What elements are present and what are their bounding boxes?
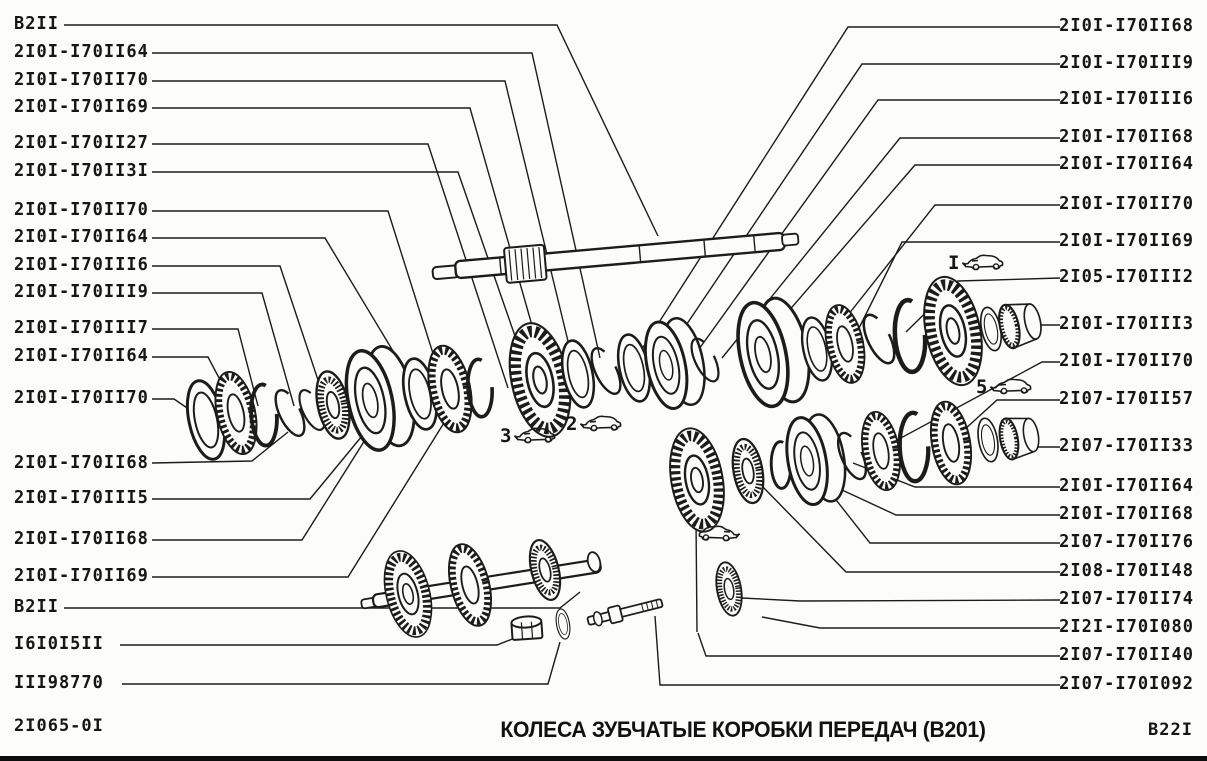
variant-number: 5 [976,376,988,398]
nut [510,615,544,641]
variant-number: I [948,252,960,274]
part-number-label: I6I0I5II [14,633,104,655]
part-number-label: 2I0I-I70III6 [14,254,149,276]
part-number-label: 2I0I-I70II69 [1059,230,1194,252]
part-number-label: 2I0I-I70II68 [1059,126,1194,148]
bolt [586,598,664,627]
variant-marker: 2 [566,413,622,435]
variant-number: 3 [500,425,512,447]
car-icon [962,254,1004,271]
gear-chain-lower [663,399,1042,618]
part-number-label: 2I07-I70II74 [1059,588,1194,610]
page-bottom-rule [0,756,1207,761]
part-number-label: 2I0I-I70III3 [1059,313,1194,335]
variant-marker: 5 [976,376,1032,398]
variant-marker: I [948,252,1004,274]
car-icon [990,378,1032,395]
sheet-code-right: B22I [1148,720,1193,740]
car-icon [580,415,622,432]
part-number-label: 2I0I-I70II64 [14,345,149,367]
sheet-code-left: 2I065-0I [14,716,104,736]
part-number-label: 2I0I-I70II70 [14,387,149,409]
car-icon [514,427,556,444]
part-number-label: 2I0I-I70II69 [14,96,149,118]
part-number-label: 2I0I-I70II3I [14,160,149,182]
part-number-label: 2I0I-I70II64 [1059,153,1194,175]
part-number-label: 2I0I-I70II68 [1059,503,1194,525]
part-number-label: 2I0I-I70II64 [1059,475,1194,497]
part-number-label: 2I07-I70II76 [1059,531,1194,553]
part-number-label: 2I0I-I70II69 [14,565,149,587]
washer [553,607,573,641]
part-number-label: B2II [14,596,59,618]
part-number-label: 2I0I-I70II68 [14,528,149,550]
part-number-label: 2I0I-I70III9 [14,281,149,303]
part-number-label: B2II [14,13,59,35]
part-number-label: 2I07-I70II57 [1059,388,1194,410]
countershaft [360,537,602,642]
part-number-label: 2I0I-I70II70 [14,199,149,221]
part-number-label: 2I0I-I70II27 [14,132,149,154]
part-number-label: 2I2I-I70I080 [1059,616,1194,638]
page-title: КОЛЕСА ЗУБЧАТЫЕ КОРОБКИ ПЕРЕДАЧ (В201) [500,717,986,742]
car-icon [698,525,740,542]
variant-marker [698,524,740,544]
part-number-label: III98770 [14,672,104,694]
part-number-label: 2I0I-I70II68 [14,452,149,474]
part-number-label: 2I0I-I70II70 [1059,350,1194,372]
part-number-label: 2I07-I70I092 [1059,673,1194,695]
variant-number: 2 [566,413,578,435]
leader-lines [64,24,1061,686]
part-number-label: 2I07-I70II40 [1059,644,1194,666]
part-number-label: 2I0I-I70II64 [14,41,149,63]
part-number-label: 2I0I-I70II70 [14,69,149,91]
variant-marker: 3 [500,425,556,447]
part-number-label: 2I05-I70III2 [1059,266,1194,288]
part-number-label: 2I0I-I70II64 [14,226,149,248]
part-number-label: 2I0I-I70III5 [14,487,149,509]
part-number-label: 2I0I-I70III6 [1059,88,1194,110]
main-shaft [431,231,800,284]
part-number-label: 2I0I-I70II70 [1059,193,1194,215]
part-number-label: 2I07-I70II33 [1059,435,1194,457]
part-number-label: 2I0I-I70III9 [1059,52,1194,74]
part-number-label: 2I0I-I70II68 [1059,15,1194,37]
part-number-label: 2I0I-I70III7 [14,317,149,339]
part-number-label: 2I08-I70II48 [1059,560,1194,582]
